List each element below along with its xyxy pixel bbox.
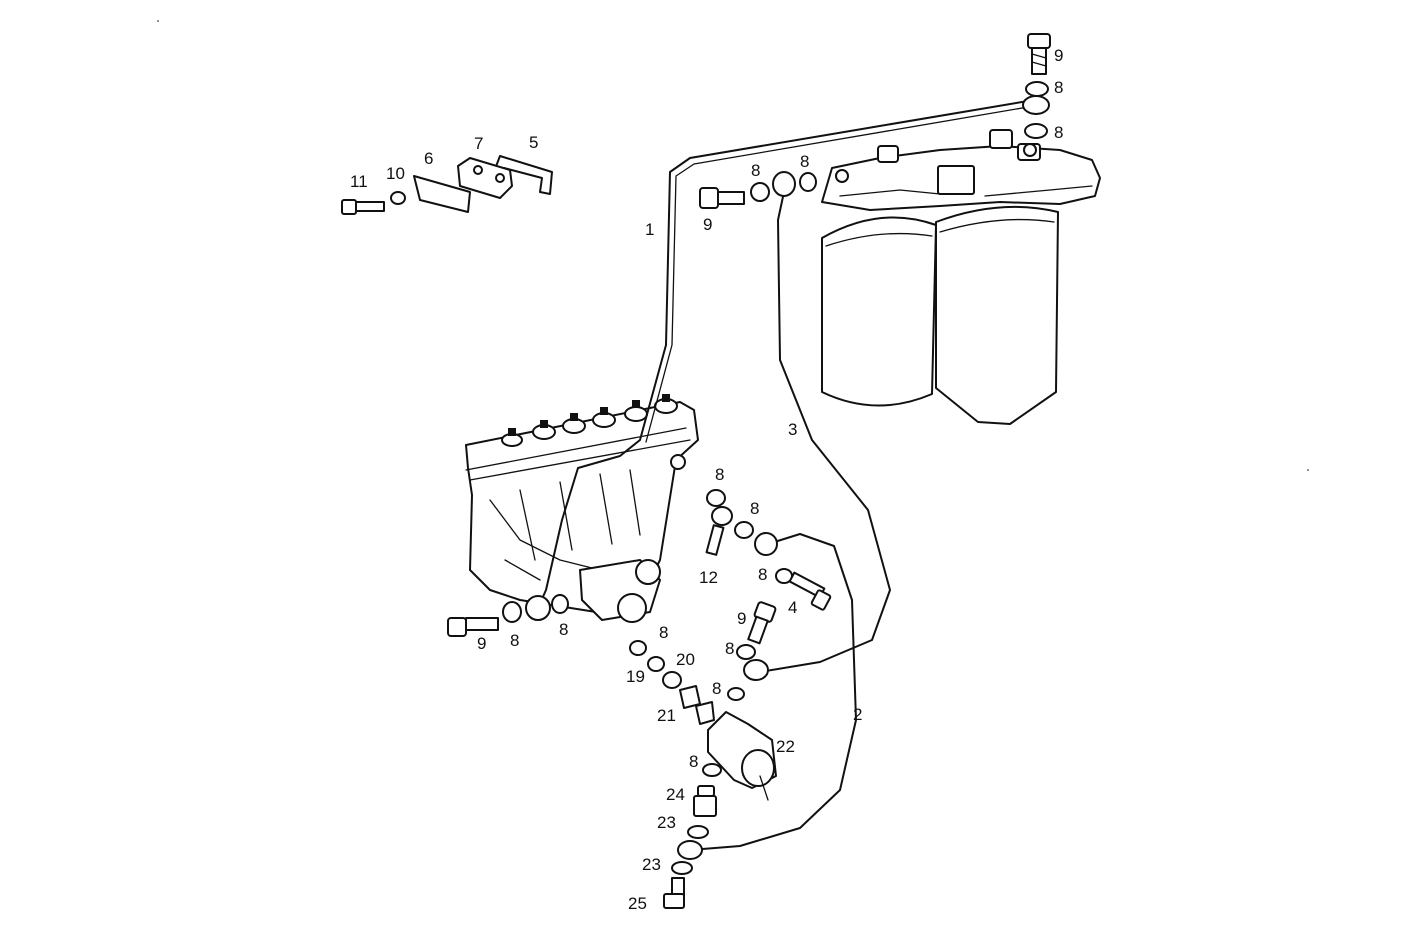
washer-top-2 [799, 172, 817, 192]
banjo-bolt-left [447, 617, 499, 637]
washer-mid-1 [706, 489, 726, 507]
washer-low-1 [629, 640, 647, 656]
callout-8-mid-3: 8 [758, 565, 768, 584]
washer-top-right-2 [1024, 123, 1048, 139]
washer-mid-2 [734, 521, 754, 539]
callout-23-a: 23 [657, 813, 676, 832]
callout-8-low-1: 8 [659, 623, 669, 642]
callout-11: 11 [350, 172, 368, 191]
solenoid-valve-22 [707, 711, 777, 801]
seal-20 [662, 671, 682, 689]
callout-5: 5 [529, 133, 539, 152]
fuel-pipe-1 [537, 99, 1035, 609]
callout-12: 12 [699, 568, 718, 587]
banjo-bolt-top [699, 187, 745, 209]
callout-4: 4 [788, 598, 798, 617]
callout-24: 24 [666, 785, 685, 804]
callout-8-top-right-2: 8 [1054, 123, 1064, 142]
callout-21: 21 [657, 706, 676, 725]
clamp-6 [413, 175, 471, 213]
callout-25: 25 [628, 894, 647, 913]
washer-low-2 [727, 687, 745, 701]
fuel-pipe-2 [689, 533, 857, 851]
washer-mid-4 [736, 644, 756, 660]
callout-23-b: 23 [642, 855, 661, 874]
callout-8-low-3: 8 [689, 752, 699, 771]
callout-22: 22 [776, 737, 795, 756]
callout-3: 3 [788, 420, 798, 439]
banjo-bolt-mid [747, 601, 777, 645]
callout-7: 7 [474, 134, 484, 153]
banjo-eye-left [525, 595, 551, 621]
callout-8-mid-1: 8 [715, 465, 725, 484]
bolt-11 [341, 199, 385, 215]
washer-left-1 [502, 601, 522, 623]
washer-10 [390, 191, 406, 205]
washer-23-b [671, 861, 693, 875]
fitting-21 [679, 685, 715, 725]
delivery-valves [501, 394, 678, 447]
callout-8-left-1: 8 [510, 631, 520, 650]
callout-8-left-2: 8 [559, 620, 569, 639]
washer-23-a [687, 825, 709, 839]
banjo-bolt-25 [663, 877, 685, 909]
washer-top-right-1 [1025, 81, 1049, 97]
callout-8-top-right-1: 8 [1054, 78, 1064, 97]
bolt-4 [788, 571, 832, 611]
callout-9-left: 9 [477, 634, 487, 653]
seal-19 [647, 656, 665, 672]
banjo-eye-bottom [677, 840, 703, 860]
callout-8-mid-2: 8 [750, 499, 760, 518]
banjo-eye-top-right [1022, 95, 1050, 115]
banjo-eye-pipe3 [743, 659, 769, 681]
washer-top-1 [750, 182, 770, 202]
callout-9-top: 9 [703, 215, 713, 234]
banjo-eye-mid [754, 532, 778, 556]
callout-10: 10 [386, 164, 405, 183]
injection-pump [465, 394, 699, 623]
callout-20: 20 [676, 650, 695, 669]
callout-8-top-2: 8 [800, 152, 810, 171]
callout-9-top-right: 9 [1054, 46, 1064, 65]
fuel-filter-assembly [821, 129, 1101, 425]
fitting-24 [693, 785, 717, 817]
washer-left-2 [551, 594, 569, 614]
callout-8-mid-4: 8 [725, 639, 735, 658]
callout-19: 19 [626, 667, 645, 686]
callout-1: 1 [645, 220, 655, 239]
callout-2: 2 [853, 705, 863, 724]
banjo-eye-top [772, 171, 796, 197]
banjo-bolt-top-right [1027, 33, 1051, 75]
callout-9-mid: 9 [737, 609, 747, 628]
washer-low-3 [702, 763, 722, 777]
callout-6: 6 [424, 149, 434, 168]
fuel-pipe-3 [759, 191, 891, 673]
callout-8-top-1: 8 [751, 161, 761, 180]
callout-8-low-2: 8 [712, 679, 722, 698]
banjo-fitting-12 [705, 506, 733, 556]
clamp-block-7 [457, 157, 513, 199]
